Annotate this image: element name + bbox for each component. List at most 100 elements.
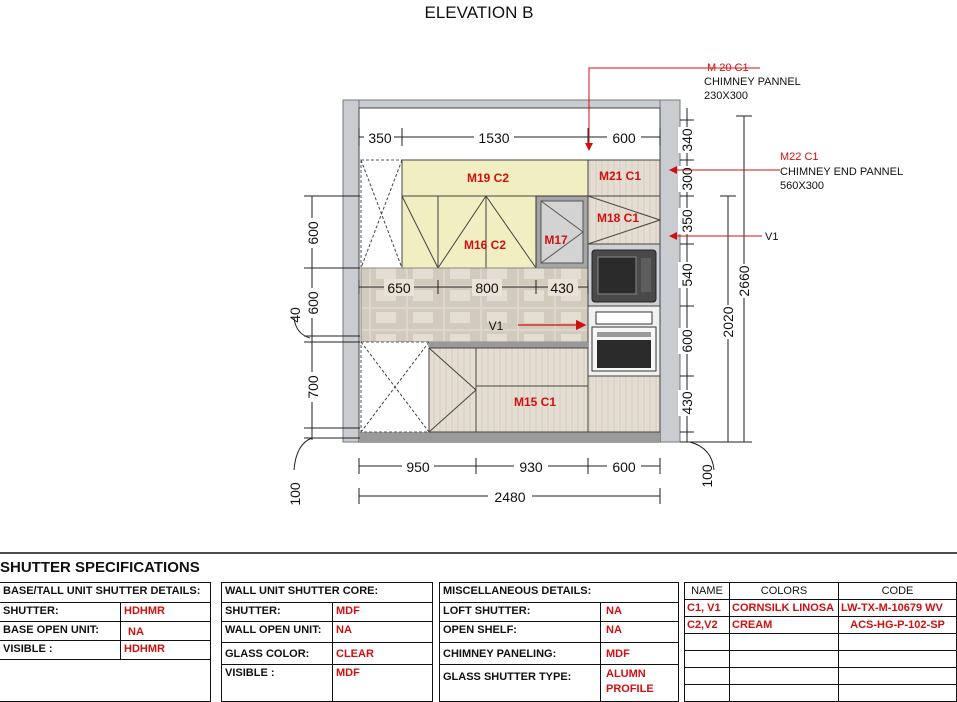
wall-row-shutter: SHUTTER: MDF: [222, 602, 432, 622]
color-table-empty-row: [684, 684, 957, 702]
wall-row-key: VISIBLE :: [225, 667, 275, 679]
dim-top-350: 350: [368, 130, 392, 146]
misc-row-value: MDF: [606, 648, 630, 660]
callout-v1: V1: [669, 231, 778, 243]
dim-mid-800: 800: [475, 280, 499, 296]
color-table-row: C2,V2 CREAM ACS-HG-P-102-SP: [684, 616, 957, 634]
wall-unit-header: WALL UNIT SHUTTER CORE:: [225, 585, 379, 597]
misc-row-key: GLASS SHUTTER TYPE:: [443, 671, 572, 683]
base-row-value: HDHMR: [124, 605, 165, 617]
color-table-row: C1, V1 CORNSILK LINOSA LW-TX-M-10679 WV: [684, 599, 957, 617]
elevation-title: ELEVATION B: [425, 3, 534, 22]
dim-bottom-930: 930: [519, 459, 543, 475]
dim-left-600-lower: 600: [305, 291, 321, 315]
dim-right-430: 430: [679, 391, 695, 415]
dim-top-1530: 1530: [478, 130, 509, 146]
dim-right-300: 300: [679, 167, 695, 191]
callout-m22-size: 560X300: [780, 180, 824, 192]
misc-row-glass-shutter-type: GLASS SHUTTER TYPE: ALUMN PROFILE: [440, 664, 678, 702]
callout-m22-name: CHIMNEY END PANNEL: [780, 166, 903, 178]
module-label-m16: M16 C2: [464, 238, 506, 252]
misc-row-value: ALUMN: [606, 668, 646, 680]
shutter-specifications: SHUTTER SPECIFICATIONS BASE/TALL UNIT SH…: [0, 557, 957, 702]
module-label-m19: M19 C2: [467, 171, 509, 185]
dim-right-600: 600: [679, 329, 695, 353]
color-code-cell: ACS-HG-P-102-SP: [838, 616, 957, 634]
upper-cabinets: [401, 159, 661, 269]
spec-title: SHUTTER SPECIFICATIONS: [0, 559, 200, 576]
base-row-key: VISIBLE :: [3, 643, 53, 655]
oven: [587, 305, 661, 377]
dim-total-2480: 2480: [494, 489, 525, 505]
dim-mid-650: 650: [387, 280, 411, 296]
callout-m20-code: M 20 C1: [707, 62, 749, 74]
wall-row-visible: VISIBLE : MDF: [222, 664, 432, 685]
dim-right-540: 540: [679, 263, 695, 287]
module-label-m21: M21 C1: [599, 169, 641, 183]
base-col-divider: [120, 602, 121, 660]
misc-row-value: NA: [606, 624, 622, 636]
dim-bottom-600: 600: [612, 459, 636, 475]
elevation-drawing: ELEVATION B: [0, 3, 957, 554]
base-unit-header: BASE/TALL UNIT SHUTTER DETAILS:: [3, 585, 201, 597]
dim-right-340: 340: [679, 128, 695, 152]
wall-row-value: CLEAR: [336, 648, 374, 660]
dim-right-100: 100: [699, 464, 715, 488]
base-row-shutter: SHUTTER: HDHMR: [0, 602, 210, 622]
misc-row-key: OPEN SHELF:: [443, 624, 517, 636]
misc-row-value-line2: PROFILE: [606, 683, 654, 695]
misc-row-chimney-paneling: CHIMNEY PANELING: MDF: [440, 642, 678, 665]
misc-details-box: MISCELLANEOUS DETAILS: LOFT SHUTTER: NA …: [439, 582, 679, 702]
tall-unit-panel: [360, 159, 403, 269]
dim-right-350: 350: [679, 209, 695, 233]
misc-row-value: NA: [606, 605, 622, 617]
dim-left-600-upper: 600: [305, 221, 321, 245]
dim-right-2660: 2660: [736, 265, 752, 296]
color-code-cell: LW-TX-M-10679 WV: [838, 599, 957, 617]
dim-left-40: 40: [287, 307, 303, 323]
wall-unit-box: WALL UNIT SHUTTER CORE: SHUTTER: MDF WAL…: [221, 582, 433, 702]
wall-row-key: GLASS COLOR:: [225, 648, 310, 660]
base-cabinets: [360, 341, 661, 433]
misc-row-open-shelf: OPEN SHELF: NA: [440, 621, 678, 643]
color-table-empty-row: [684, 633, 957, 651]
wall-row-key: SHUTTER:: [225, 605, 281, 617]
dim-top-600: 600: [612, 130, 636, 146]
module-label-m15: M15 C1: [514, 395, 556, 409]
base-row-visible: VISIBLE : HDHMR: [0, 640, 210, 660]
wall-row-glass-color: GLASS COLOR: CLEAR: [222, 642, 432, 665]
misc-col-divider: [600, 602, 601, 701]
color-code-table: NAME COLORS CODE C1, V1 CORNSILK LINOSA …: [684, 582, 957, 702]
dim-bottom-950: 950: [406, 459, 430, 475]
wall-row-value: MDF: [336, 667, 360, 679]
color-value-cell: CORNSILK LINOSA: [729, 599, 839, 617]
base-row-key: BASE OPEN UNIT:: [3, 624, 99, 636]
color-table-header: CODE: [838, 582, 957, 600]
wall-row-key: WALL OPEN UNIT:: [225, 624, 322, 636]
module-label-m18: M18 C1: [597, 211, 639, 225]
callout-m20-name: CHIMNEY PANNEL: [704, 76, 801, 88]
color-table-header: COLORS: [729, 582, 839, 600]
wall-row-value: NA: [336, 624, 352, 636]
color-table-empty-row: [684, 667, 957, 685]
base-row-open-unit: BASE OPEN UNIT: NA: [0, 621, 210, 641]
callout-m20: M 20 C1 CHIMNEY PANNEL 230X300: [585, 62, 801, 151]
misc-row-key: CHIMNEY PANELING:: [443, 648, 557, 660]
dim-left-100: 100: [287, 482, 303, 506]
module-label-v1: V1: [489, 319, 504, 333]
misc-row-key: LOFT SHUTTER:: [443, 605, 531, 617]
callout-m22: M22 C1 CHIMNEY END PANNEL 560X300: [669, 151, 903, 192]
base-row-value: HDHMR: [124, 643, 165, 655]
color-table-header: NAME: [684, 582, 730, 600]
wall-col-divider: [332, 602, 333, 701]
base-row-key: SHUTTER:: [3, 605, 59, 617]
misc-row-loft-shutter: LOFT SHUTTER: NA: [440, 602, 678, 622]
color-table-empty-row: [684, 650, 957, 668]
color-table-header-row: NAME COLORS CODE: [684, 582, 957, 600]
dim-left-700: 700: [305, 375, 321, 399]
callout-m22-code: M22 C1: [780, 151, 819, 163]
base-row-value: NA: [128, 626, 144, 638]
misc-details-header: MISCELLANEOUS DETAILS:: [443, 585, 592, 597]
module-label-m17: M17: [544, 233, 568, 247]
base-row-divider: [0, 659, 210, 660]
